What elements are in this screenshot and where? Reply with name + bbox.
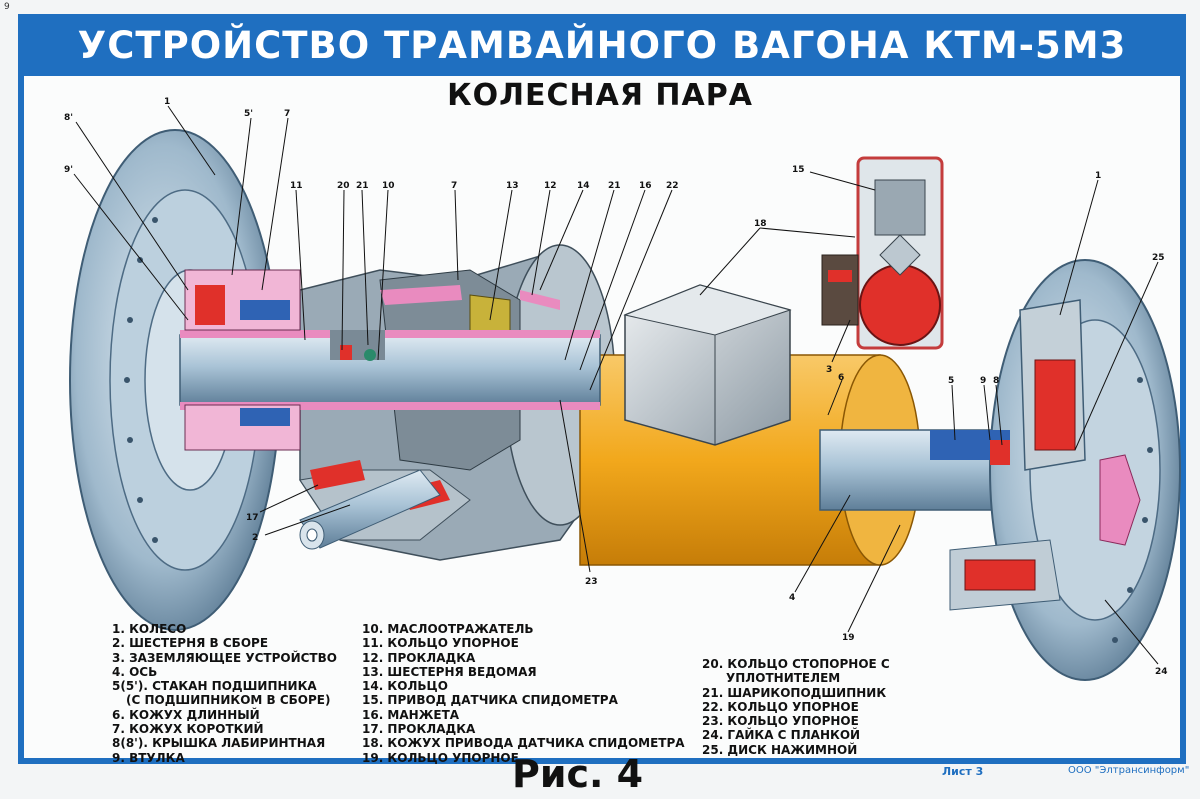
legend-item: 23. КОЛЬЦО УПОРНОЕ — [702, 714, 859, 729]
legend-item: 12. ПРОКЛАДКА — [362, 650, 476, 665]
legend-item: 9. ВТУЛКА — [112, 750, 185, 765]
publisher: ООО "Элтрансинформ" — [1068, 765, 1190, 776]
legend-item: 3. ЗАЗЕМЛЯЮЩЕЕ УСТРОЙСТВО — [112, 650, 337, 665]
callout-15: 15 — [792, 165, 805, 175]
legend-item: 15. ПРИВОД ДАТЧИКА СПИДОМЕТРА — [362, 693, 618, 708]
callout-5p: 5' — [244, 109, 253, 119]
callout-1-right: 1 — [1095, 171, 1101, 181]
left-bearing — [184, 269, 385, 451]
right-wheel — [930, 259, 1181, 681]
legend-column-1: 1. КОЛЕСО 2. ШЕСТЕРНЯ В СБОРЕ 3. ЗАЗЕМЛЯ… — [112, 622, 337, 765]
legend-item: 13. ШЕСТЕРНЯ ВЕДОМАЯ — [362, 664, 537, 679]
callout-20: 20 — [337, 181, 350, 191]
callout-9p: 9' — [64, 165, 73, 175]
legend-item: УПЛОТНИТЕЛЕМ — [726, 671, 841, 686]
pinion-shaft — [299, 469, 441, 550]
legend-item: 7. КОЖУХ КОРОТКИЙ — [112, 722, 264, 737]
callout-4: 4 — [789, 593, 795, 603]
legend-item: 24. ГАЙКА С ПЛАНКОЙ — [702, 728, 861, 743]
speedometer-drive-detail — [821, 156, 944, 350]
callout-11: 11 — [290, 181, 303, 191]
callout-21-left: 21 — [356, 181, 369, 191]
callout-2: 2 — [252, 533, 258, 543]
legend-item: 25. ДИСК НАЖИМНОЙ — [702, 742, 858, 757]
legend-item: 2. ШЕСТЕРНЯ В СБОРЕ — [112, 636, 269, 651]
callout-23: 23 — [585, 577, 598, 587]
legend-column-2: 10. МАСЛООТРАЖАТЕЛЬ 11. КОЛЬЦО УПОРНОЕ 1… — [362, 622, 685, 765]
callout-labels: 1 8' 9' 5' 7 11 20 21 10 7 13 12 14 21 1… — [64, 97, 1168, 677]
callout-8p: 8' — [64, 113, 73, 123]
callout-7-top: 7 — [284, 109, 290, 119]
diagram-subtitle: КОЛЕСНАЯ ПАРА — [447, 78, 753, 113]
callout-19: 19 — [842, 633, 855, 643]
legend-item: 20. КОЛЬЦО СТОПОРНОЕ С — [702, 657, 890, 671]
callout-24: 24 — [1155, 667, 1168, 677]
legend-item: 4. ОСЬ — [112, 664, 158, 679]
legend-item: (С ПОДШИПНИКОМ В СБОРЕ) — [126, 693, 331, 708]
page-title: УСТРОЙСТВО ТРАМВАЙНОГО ВАГОНА КТМ-5М3 — [77, 23, 1127, 67]
callout-14: 14 — [577, 181, 590, 191]
callout-22: 22 — [666, 181, 679, 191]
callout-13: 13 — [506, 181, 519, 191]
legend-item: 8(8'). КРЫШКА ЛАБИРИНТНАЯ — [112, 736, 326, 751]
callout-25: 25 — [1152, 253, 1165, 263]
legend-item: 1. КОЛЕСО — [112, 622, 187, 636]
title-banner: УСТРОЙСТВО ТРАМВАЙНОГО ВАГОНА КТМ-5М3 — [18, 14, 1186, 76]
legend-column-3: 20. КОЛЬЦО СТОПОРНОЕ С УПЛОТНИТЕЛЕМ 21. … — [702, 657, 890, 757]
legend-item: 5(5'). СТАКАН ПОДШИПНИКА — [112, 679, 317, 694]
callout-9: 9 — [980, 376, 986, 386]
legend-item: 10. МАСЛООТРАЖАТЕЛЬ — [362, 622, 534, 636]
legend-item: 14. КОЛЬЦО — [362, 679, 448, 694]
legend-item: 11. КОЛЬЦО УПОРНОЕ — [362, 636, 519, 651]
callout-10: 10 — [382, 181, 395, 191]
callout-5: 5 — [948, 376, 954, 386]
leader-lines — [73, 105, 1159, 665]
callout-6: 6 — [838, 373, 844, 383]
legend-item: 21. ШАРИКОПОДШИПНИК — [702, 685, 887, 700]
callout-18: 18 — [754, 219, 767, 229]
legend-item: 6. КОЖУХ ДЛИННЫЙ — [112, 707, 260, 722]
callout-21-right: 21 — [608, 181, 621, 191]
legend-item: 16. МАНЖЕТА — [362, 707, 460, 722]
speedometer-cover — [623, 284, 792, 446]
callout-17: 17 — [246, 513, 259, 523]
legend-item: 22. КОЛЬЦО УПОРНОЕ — [702, 699, 859, 714]
callout-16: 16 — [639, 181, 652, 191]
figure-number: Рис. 4 — [512, 752, 644, 796]
legend-item: 17. ПРОКЛАДКА — [362, 722, 476, 737]
legend-item: 19. КОЛЬЦО УПОРНОЕ — [362, 750, 519, 765]
callout-1-left: 1 — [164, 97, 170, 107]
sheet-number: Лист 3 — [942, 765, 984, 778]
legend-item: 18. КОЖУХ ПРИВОДА ДАТЧИКА СПИДОМЕТРА — [362, 736, 685, 751]
callout-8: 8 — [993, 376, 999, 386]
callout-3: 3 — [826, 365, 832, 375]
corner-mark: 9 — [4, 2, 10, 12]
callout-7-mid: 7 — [451, 181, 457, 191]
callout-12: 12 — [544, 181, 557, 191]
